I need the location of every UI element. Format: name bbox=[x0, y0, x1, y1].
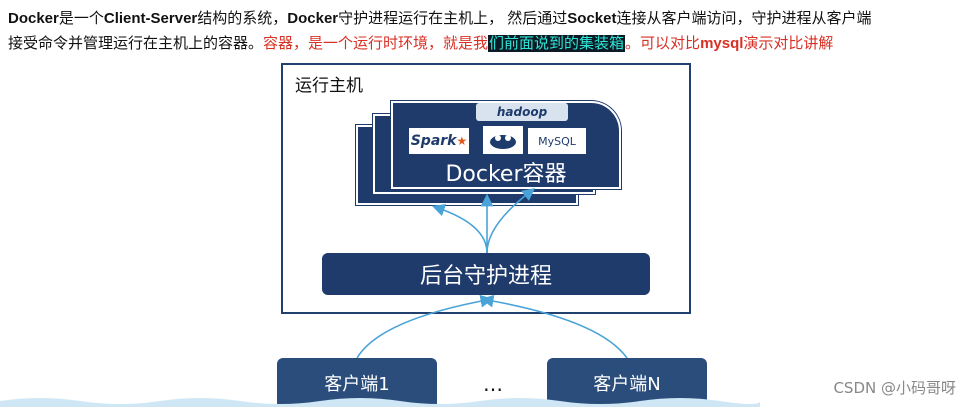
client-1-label: 客户端1 bbox=[324, 373, 390, 395]
arrow-clientn-to-daemon bbox=[480, 294, 628, 359]
text-segment: 连接从客户端访问，守护进程从客户端 bbox=[616, 10, 872, 27]
arrow-daemon-to-container-left bbox=[431, 204, 488, 254]
mysql-logo-text: MySQL bbox=[538, 134, 576, 148]
description-paragraph: Docker是一个Client-Server结构的系统，Docker守护进程运行… bbox=[8, 6, 963, 56]
text-socket: Socket bbox=[567, 10, 617, 27]
text-segment: 结构的系统， bbox=[197, 10, 288, 27]
container-logo-icon bbox=[483, 126, 523, 154]
text-red-segment: 容器，是一个运行时环境，就是我 bbox=[263, 35, 489, 52]
text-red-segment: 。可以对比 bbox=[625, 35, 701, 52]
client-n-label: 客户端N bbox=[593, 373, 661, 395]
text-segment: 是一个 bbox=[58, 10, 104, 27]
arrow-client1-to-daemon bbox=[356, 294, 494, 359]
hadoop-logo: hadoop bbox=[476, 103, 568, 121]
spark-logo-text: Spark bbox=[410, 133, 457, 149]
daemon-box: 后台守护进程 bbox=[322, 253, 650, 295]
spark-star-icon: ★ bbox=[456, 134, 468, 148]
client-1-box: 客户端1 bbox=[277, 358, 437, 407]
text-client-server: Client-Server bbox=[103, 10, 198, 27]
arrow-daemon-to-container-right bbox=[486, 188, 536, 254]
csdn-watermark: CSDN @小码哥呀 bbox=[833, 379, 956, 397]
text-mysql: mysql bbox=[700, 35, 744, 52]
text-segment: 守护进程运行在主机上， 然后通过 bbox=[338, 10, 568, 27]
text-red-segment: 演示对比讲解 bbox=[743, 35, 834, 52]
hadoop-logo-text: hadoop bbox=[496, 105, 548, 119]
text-docker: Docker bbox=[8, 10, 59, 27]
creature-icon bbox=[490, 135, 516, 149]
container-label: Docker容器 bbox=[445, 162, 567, 187]
host-title: 运行主机 bbox=[295, 76, 363, 96]
text-highlight: 们前面说到的集装箱 bbox=[488, 35, 626, 52]
decorative-wave bbox=[0, 398, 760, 407]
text-docker: Docker bbox=[287, 10, 339, 27]
mysql-logo: MySQL bbox=[528, 128, 586, 154]
spark-logo: Spark★ bbox=[409, 128, 469, 154]
daemon-label: 后台守护进程 bbox=[419, 264, 552, 289]
client-ellipsis: … bbox=[483, 372, 503, 396]
text-segment: 接受命令并管理运行在主机上的容器。 bbox=[8, 35, 264, 52]
